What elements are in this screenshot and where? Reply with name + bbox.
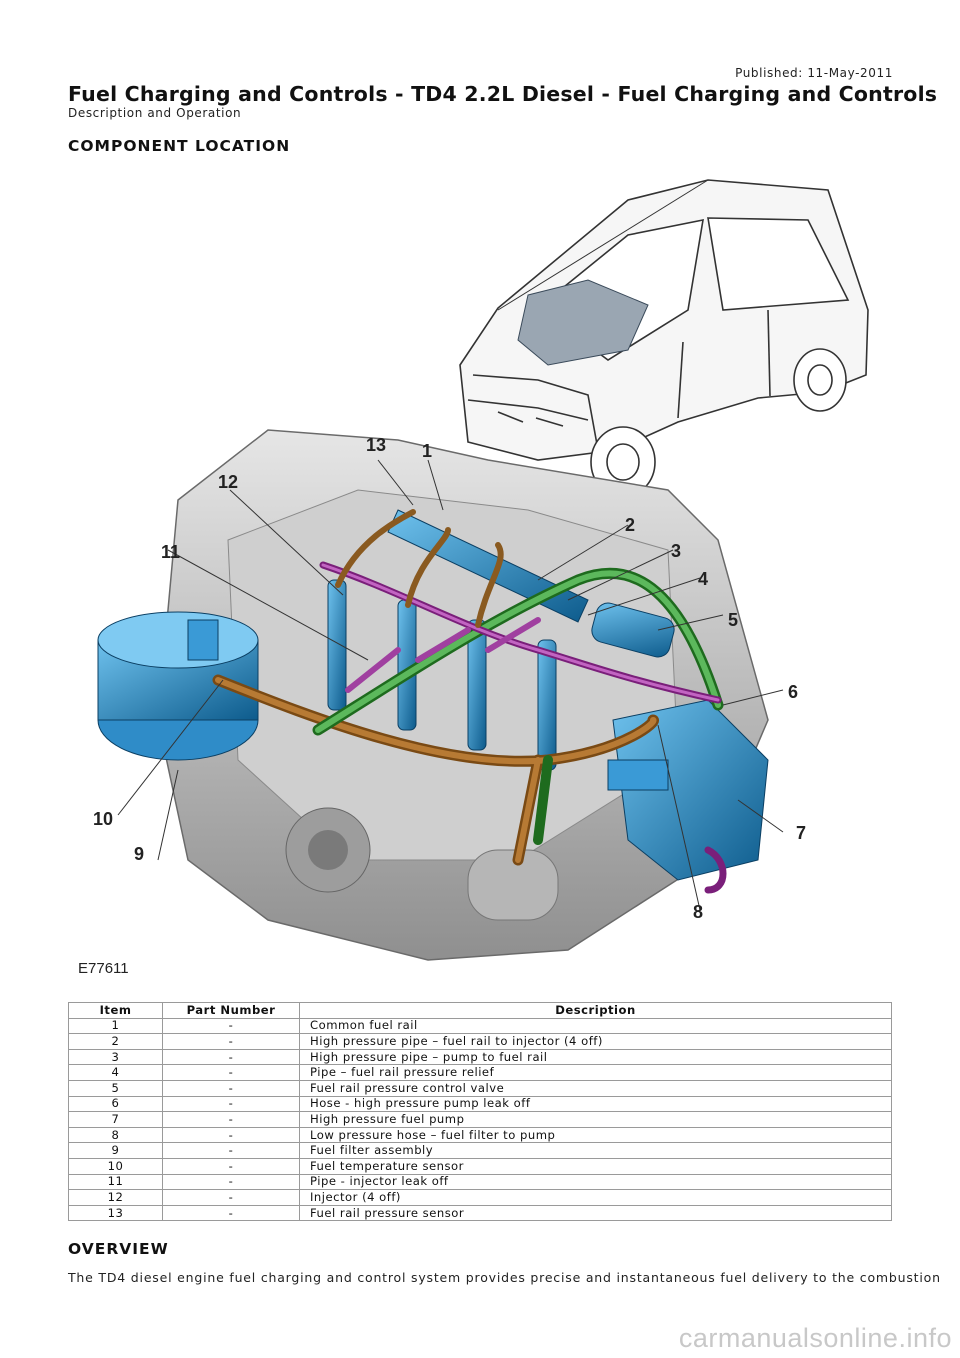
- item-cell: 13: [68, 1204, 163, 1222]
- callout-1: 1: [422, 441, 432, 461]
- description-cell: High pressure pipe – pump to fuel rail: [299, 1048, 892, 1066]
- item-cell: 11: [68, 1173, 163, 1191]
- description-cell: High pressure fuel pump: [299, 1111, 892, 1128]
- callout-7: 7: [796, 823, 806, 843]
- description-cell: Low pressure hose – fuel filter to pump: [299, 1126, 892, 1144]
- table-row: 3-High pressure pipe – pump to fuel rail: [68, 1048, 892, 1066]
- description-cell: Fuel rail pressure control valve: [299, 1079, 892, 1097]
- callout-12: 12: [218, 472, 238, 492]
- description-cell: Pipe - injector leak off: [299, 1173, 892, 1191]
- callout-3: 3: [671, 541, 681, 561]
- callout-13: 13: [366, 435, 386, 455]
- document-subtitle: Description and Operation: [68, 106, 242, 120]
- table-row: 4-Pipe – fuel rail pressure relief: [68, 1064, 892, 1081]
- part-number-cell: -: [162, 1033, 300, 1050]
- component-location-heading: COMPONENT LOCATION: [68, 137, 291, 155]
- item-cell: 3: [68, 1048, 163, 1066]
- description-cell: Fuel filter assembly: [299, 1142, 892, 1159]
- header-item: Item: [68, 1002, 163, 1019]
- callout-leaders: [117, 459, 784, 911]
- callout-11: 11: [161, 542, 180, 562]
- part-number-cell: -: [162, 1017, 300, 1035]
- header-part-number: Part Number: [162, 1002, 300, 1019]
- item-cell: 7: [68, 1111, 163, 1128]
- injectors: [327, 579, 557, 771]
- part-number-cell: -: [162, 1111, 300, 1128]
- watermark: carmanualsonline.info: [678, 1323, 952, 1353]
- table-row: 9-Fuel filter assembly: [68, 1142, 892, 1159]
- header-description: Description: [299, 1002, 892, 1019]
- callout-2: 2: [625, 515, 635, 535]
- callout-8: 8: [693, 902, 703, 922]
- table-row: 7-High pressure fuel pump: [68, 1111, 892, 1128]
- part-number-cell: -: [162, 1173, 300, 1191]
- part-number-cell: -: [162, 1189, 300, 1206]
- table-row: 2-High pressure pipe – fuel rail to inje…: [68, 1033, 892, 1050]
- published-date: Published: 11-May-2011: [735, 66, 893, 80]
- table-row: 6-Hose - high pressure pump leak off: [68, 1095, 892, 1113]
- part-number-cell: -: [162, 1079, 300, 1097]
- component-location-illustration: 1 2 3 4 5 6 7 8 9 10 11 12 13 E77611: [68, 160, 892, 990]
- callout-4: 4: [698, 569, 708, 589]
- callout-9: 9: [134, 844, 144, 864]
- table-header-row: Item Part Number Description: [68, 1002, 892, 1019]
- table-row: 5-Fuel rail pressure control valve: [68, 1079, 892, 1097]
- description-cell: Pipe – fuel rail pressure relief: [299, 1064, 892, 1081]
- part-number-cell: -: [162, 1142, 300, 1159]
- item-cell: 1: [68, 1017, 163, 1035]
- description-cell: Injector (4 off): [299, 1189, 892, 1206]
- table-row: 11-Pipe - injector leak off: [68, 1173, 892, 1191]
- table-row: 13-Fuel rail pressure sensor: [68, 1204, 892, 1222]
- item-cell: 10: [68, 1157, 163, 1175]
- document-title: Fuel Charging and Controls - TD4 2.2L Di…: [68, 82, 938, 106]
- description-cell: High pressure pipe – fuel rail to inject…: [299, 1033, 892, 1050]
- part-number-cell: -: [162, 1126, 300, 1144]
- callout-10: 10: [93, 809, 113, 829]
- overview-heading: OVERVIEW: [68, 1240, 169, 1258]
- item-cell: 4: [68, 1064, 163, 1081]
- table-row: 12-Injector (4 off): [68, 1189, 892, 1206]
- vehicle-drawing: [459, 179, 869, 498]
- item-cell: 8: [68, 1126, 163, 1144]
- pressure-control-valve: [591, 602, 675, 658]
- item-cell: 5: [68, 1079, 163, 1097]
- table-row: 10-Fuel temperature sensor: [68, 1157, 892, 1175]
- item-cell: 9: [68, 1142, 163, 1159]
- description-cell: Common fuel rail: [299, 1017, 892, 1035]
- part-number-cell: -: [162, 1064, 300, 1081]
- figure-id: E77611: [78, 960, 129, 977]
- part-number-cell: -: [162, 1095, 300, 1113]
- description-cell: Hose - high pressure pump leak off: [299, 1095, 892, 1113]
- part-number-cell: -: [162, 1157, 300, 1175]
- description-cell: Fuel temperature sensor: [299, 1157, 892, 1175]
- callout-6: 6: [788, 682, 798, 702]
- part-number-cell: -: [162, 1204, 300, 1222]
- table-row: 8-Low pressure hose – fuel filter to pum…: [68, 1126, 892, 1144]
- table-row: 1-Common fuel rail: [68, 1017, 892, 1035]
- engine-illustration: 1 2 3 4 5 6 7 8 9 10 11 12 13: [93, 179, 869, 961]
- description-cell: Fuel rail pressure sensor: [299, 1204, 892, 1222]
- parts-table: Item Part Number Description 1-Common fu…: [68, 1002, 892, 1222]
- injector-pipes: [335, 509, 504, 628]
- item-cell: 2: [68, 1033, 163, 1050]
- callout-5: 5: [728, 610, 738, 630]
- item-cell: 12: [68, 1189, 163, 1206]
- item-cell: 6: [68, 1095, 163, 1113]
- part-number-cell: -: [162, 1048, 300, 1066]
- callout-labels: 1 2 3 4 5 6 7 8 9 10 11 12 13: [93, 435, 806, 922]
- overview-paragraph: The TD4 diesel engine fuel charging and …: [68, 1270, 941, 1285]
